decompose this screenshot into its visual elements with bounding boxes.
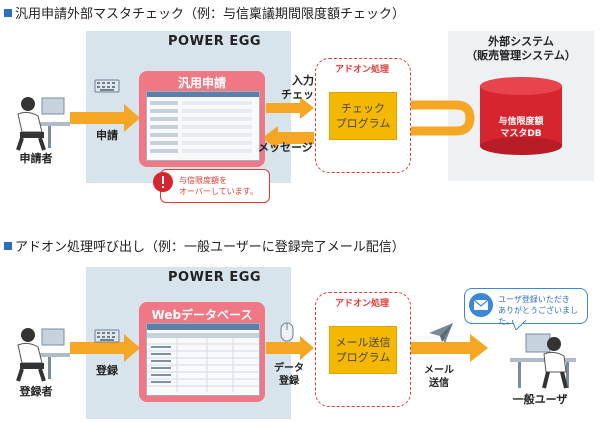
check-program-box: チェック プログラム [329,92,397,140]
table-screenshot-icon [147,324,259,392]
data-register-label: データ 登録 [274,363,304,387]
input-check-label: 入力 チェック [281,74,325,101]
generic-application-title: 汎用申請 [177,76,226,90]
limit-warning-callout: 与信限度額を オーバーしています。 [160,169,270,203]
bubble-text: ユーザ登録いただき ありがとうございました。 [498,295,578,326]
addon-process-title-2: アドオン処理 [334,299,389,309]
data-register-arrow [266,336,314,360]
database-label: 与信限度額 マスタDB [498,117,544,139]
mouse-icon [280,322,294,342]
register-arrow [70,334,140,362]
register-label: 登録 [96,364,118,377]
external-system-title: 外部システム （販売管理システム） [466,35,576,62]
input-check-arrow [266,97,314,119]
keyboard-icon [94,329,120,343]
web-database-title: Webデータベース [151,308,253,322]
general-user-person-icon [510,333,576,389]
square-bullet-icon [4,242,12,250]
message-arrow [262,126,314,150]
registrant-person-icon [16,328,70,382]
addon-process-title-1: アドオン処理 [334,65,389,75]
applicant-person-icon [16,97,70,151]
flow-arrows-2 [70,334,488,362]
keyboard-icon [94,79,120,93]
mail-icon [469,293,493,317]
power-egg-title-2: POWER EGG [168,270,262,285]
warning-text: 与信限度額を オーバーしています。 [179,176,258,196]
power-egg-title-1: POWER EGG [168,34,262,49]
exclamation-icon [153,172,173,192]
square-bullet-icon [4,9,12,17]
application-screen [146,91,260,161]
message-label: メッセージ [258,141,313,154]
database-screen [146,323,260,396]
form-screenshot-icon [147,92,259,153]
section1-heading: 汎用申請外部マスタチェック（例：与信稟議期間限度額チェック） [4,3,405,22]
paper-plane-icon [429,323,453,343]
bubble-tail-icon [512,320,526,330]
section2-heading: アドオン処理呼び出し（例：一般ユーザーに登録完了メール配信） [4,236,405,255]
flow-arrows-1 [70,97,475,150]
apply-arrow [70,104,140,132]
db-loop-arrow [405,100,475,136]
database-icon [480,77,562,155]
mail-send-arrow [406,334,488,362]
mail-send-program-box: メール送信 プログラム [329,326,397,374]
applicant-label: 申請者 [19,152,53,165]
registrant-label: 登録者 [19,385,53,398]
apply-label: 申請 [96,129,118,142]
general-user-label: 一般ユーザ [512,393,568,406]
mail-send-label: メール 送信 [424,365,454,389]
